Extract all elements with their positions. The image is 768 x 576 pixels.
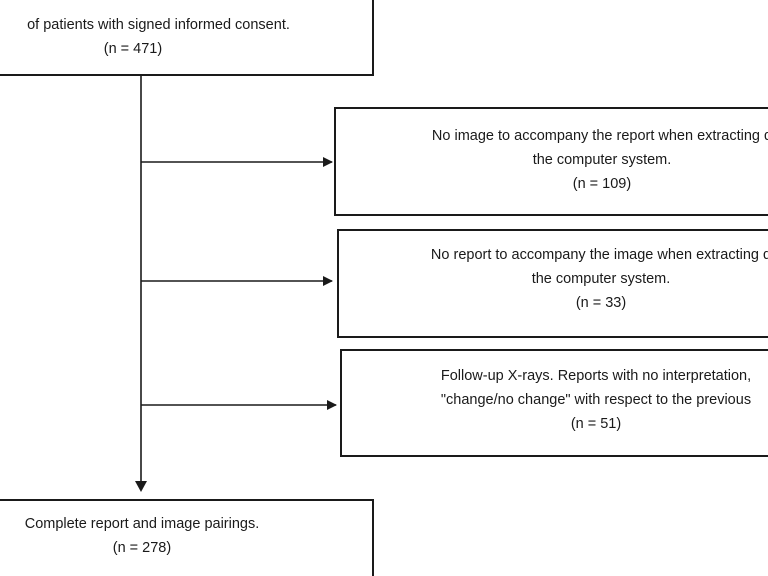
exclusion-box-no-image: No image to accompany the report when ex… (334, 107, 768, 216)
exclusion-box-no-report-text-2: the computer system. (531, 271, 671, 287)
main-flow-arrowhead (135, 481, 147, 492)
exclusion-box-follow-up-text-2: "change/no change" with respect to the p… (440, 392, 752, 408)
exclusion-box-no-report-text: No report to accompany the image when ex… (430, 247, 768, 263)
exclusion-box-no-image-text-2: the computer system. (532, 152, 672, 168)
consent-box: of patients with signed informed consent… (0, 0, 374, 76)
consent-box-count: (n = 471) (103, 41, 163, 57)
exclusion-box-no-image-text: No image to accompany the report when ex… (431, 128, 768, 144)
exclusion-box-follow-up-count: (n = 51) (570, 416, 622, 432)
exclusion-box-no-report: No report to accompany the image when ex… (337, 229, 768, 338)
final-pairings-text: Complete report and image pairings. (24, 516, 260, 532)
final-pairings-box: Complete report and image pairings. (n =… (0, 499, 374, 576)
final-pairings-count: (n = 278) (112, 540, 172, 556)
consent-box-text: of patients with signed informed consent… (27, 17, 290, 33)
exclusion-box-follow-up: Follow-up X-rays. Reports with no interp… (340, 349, 768, 457)
exclusion-box-no-report-count: (n = 33) (575, 295, 627, 311)
exclusion-box-no-image-count: (n = 109) (572, 176, 632, 192)
exclusion-box-follow-up-text: Follow-up X-rays. Reports with no interp… (440, 368, 752, 384)
